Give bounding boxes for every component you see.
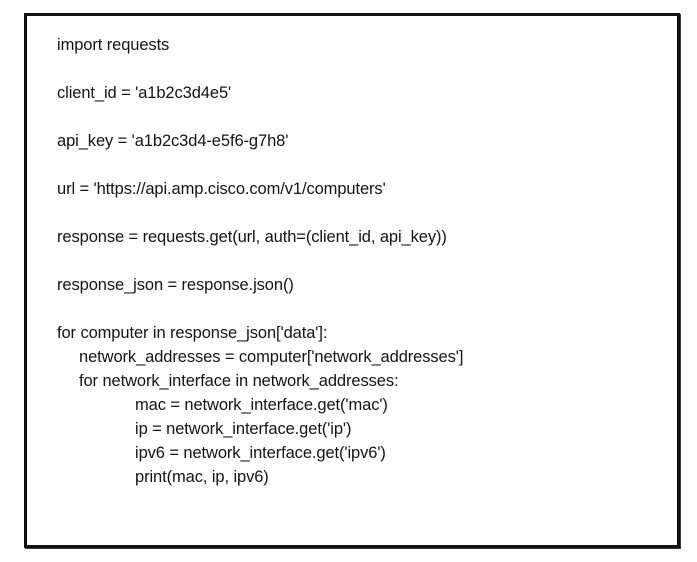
code-block-frame: import requests client_id = 'a1b2c3d4e5' a… [24,13,680,548]
code-line: client_id = 'a1b2c3d4e5' [57,84,232,102]
code-line: response = requests.get(url, auth=(clien… [57,228,447,246]
code-line: url = 'https://api.amp.cisco.com/v1/comp… [57,180,386,198]
code-listing: import requests client_id = 'a1b2c3d4e5' a… [57,33,669,541]
code-line: for computer in response_json['data']: [57,324,328,342]
code-line: for network_interface in network_address… [79,372,399,390]
code-line: ip = network_interface.get('ip') [135,420,352,438]
code-line: api_key = 'a1b2c3d4-e5f6-g7h8' [57,132,289,150]
code-line: response_json = response.json() [57,276,294,294]
code-line: import requests [57,36,170,54]
code-line: mac = network_interface.get('mac') [135,396,388,414]
code-line: network_addresses = computer['network_ad… [79,348,464,366]
code-line: print(mac, ip, ipv6) [135,468,269,486]
code-line: ipv6 = network_interface.get('ipv6') [135,444,386,462]
